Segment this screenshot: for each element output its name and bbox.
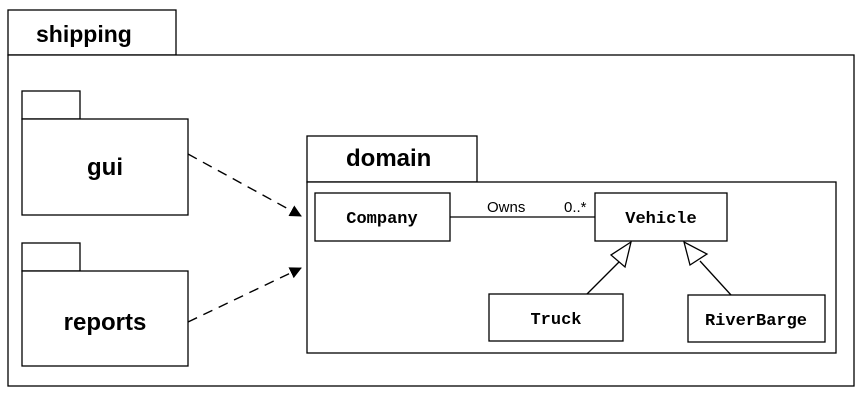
class-riverbarge-box	[687, 294, 826, 343]
package-gui: gui	[21, 90, 189, 216]
package-reports: reports	[21, 242, 189, 367]
class-company-box	[314, 192, 451, 242]
package-shipping-title: shipping	[36, 21, 132, 47]
dependency-gui-domain	[187, 153, 302, 217]
class-company-name: Company	[346, 210, 417, 229]
package-domain-title: domain	[346, 145, 431, 172]
class-truck-name: Truck	[530, 311, 581, 330]
package-domain-tab	[306, 135, 478, 183]
class-riverbarge: RiverBarge	[687, 294, 826, 343]
class-company: Company	[314, 192, 451, 242]
generalization-riverbarge-line	[699, 260, 732, 296]
generalization-riverbarge-arrowhead	[683, 240, 709, 267]
association-owns-label: Owns	[487, 199, 525, 216]
class-riverbarge-name: RiverBarge	[705, 312, 807, 331]
package-gui-body	[21, 118, 189, 216]
generalization-truck-line	[586, 260, 621, 295]
package-shipping-tab	[7, 9, 177, 56]
package-reports-tab	[21, 242, 81, 272]
generalization-truck-arrowhead	[609, 240, 633, 269]
package-reports-body	[21, 270, 189, 367]
class-vehicle-name: Vehicle	[625, 210, 696, 229]
class-vehicle: Vehicle	[594, 192, 728, 242]
association-multiplicity: 0..*	[564, 199, 587, 216]
package-gui-title: gui	[87, 154, 123, 181]
class-vehicle-box	[594, 192, 728, 242]
package-gui-tab	[21, 90, 81, 120]
class-truck: Truck	[488, 293, 624, 342]
package-reports-title: reports	[64, 309, 147, 336]
dependency-reports-domain	[187, 267, 302, 323]
class-truck-box	[488, 293, 624, 342]
